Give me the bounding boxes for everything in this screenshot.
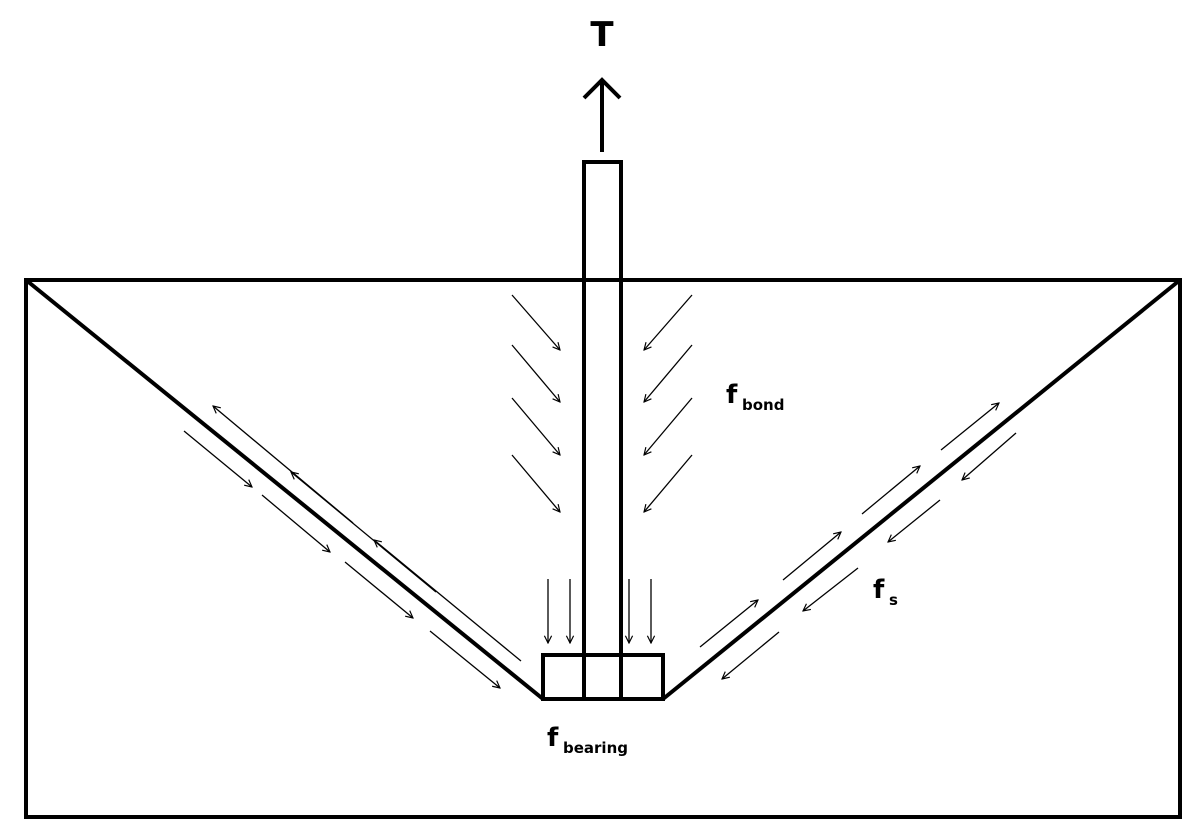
arrow-icon [803,567,859,611]
arrow-icon [782,532,841,581]
diagonal-arrow-icon [644,397,693,455]
arrow-icon [861,466,920,515]
cone-left-edge [24,278,545,701]
diagonal-arrow-icon [644,294,693,350]
bearing-stress-label: f bearing [547,723,628,757]
arrow-icon [888,499,941,542]
arrow-up-icon [582,77,622,152]
arrow-icon [940,403,999,451]
anchor-rod [582,160,623,701]
diagonal-arrow-icon [644,454,693,512]
diagonal-arrow-icon [511,454,560,512]
diagonal-arrow-icon [511,397,560,455]
arrow-icon [291,472,437,593]
arrow-icon [722,631,780,679]
diagonal-arrow-icon [644,344,693,402]
arrow-icon [183,430,252,487]
diagonal-arrow-icon [511,344,560,402]
arrow-icon [374,540,522,662]
bond-stress-label: f bond [726,380,784,414]
diagonal-arrow-icon [511,294,560,350]
arrow-icon [699,600,758,648]
anchor-head [541,653,665,701]
arrow-icon [261,494,330,552]
arrow-icon [344,561,413,618]
cone-right-edge [661,278,1182,701]
concrete-block [24,278,1182,819]
arrow-icon [962,432,1017,480]
tension-label: T [590,15,614,55]
arrow-icon [429,630,500,688]
force-arrows [183,294,1017,688]
shear-stress-label: f s [873,575,898,609]
